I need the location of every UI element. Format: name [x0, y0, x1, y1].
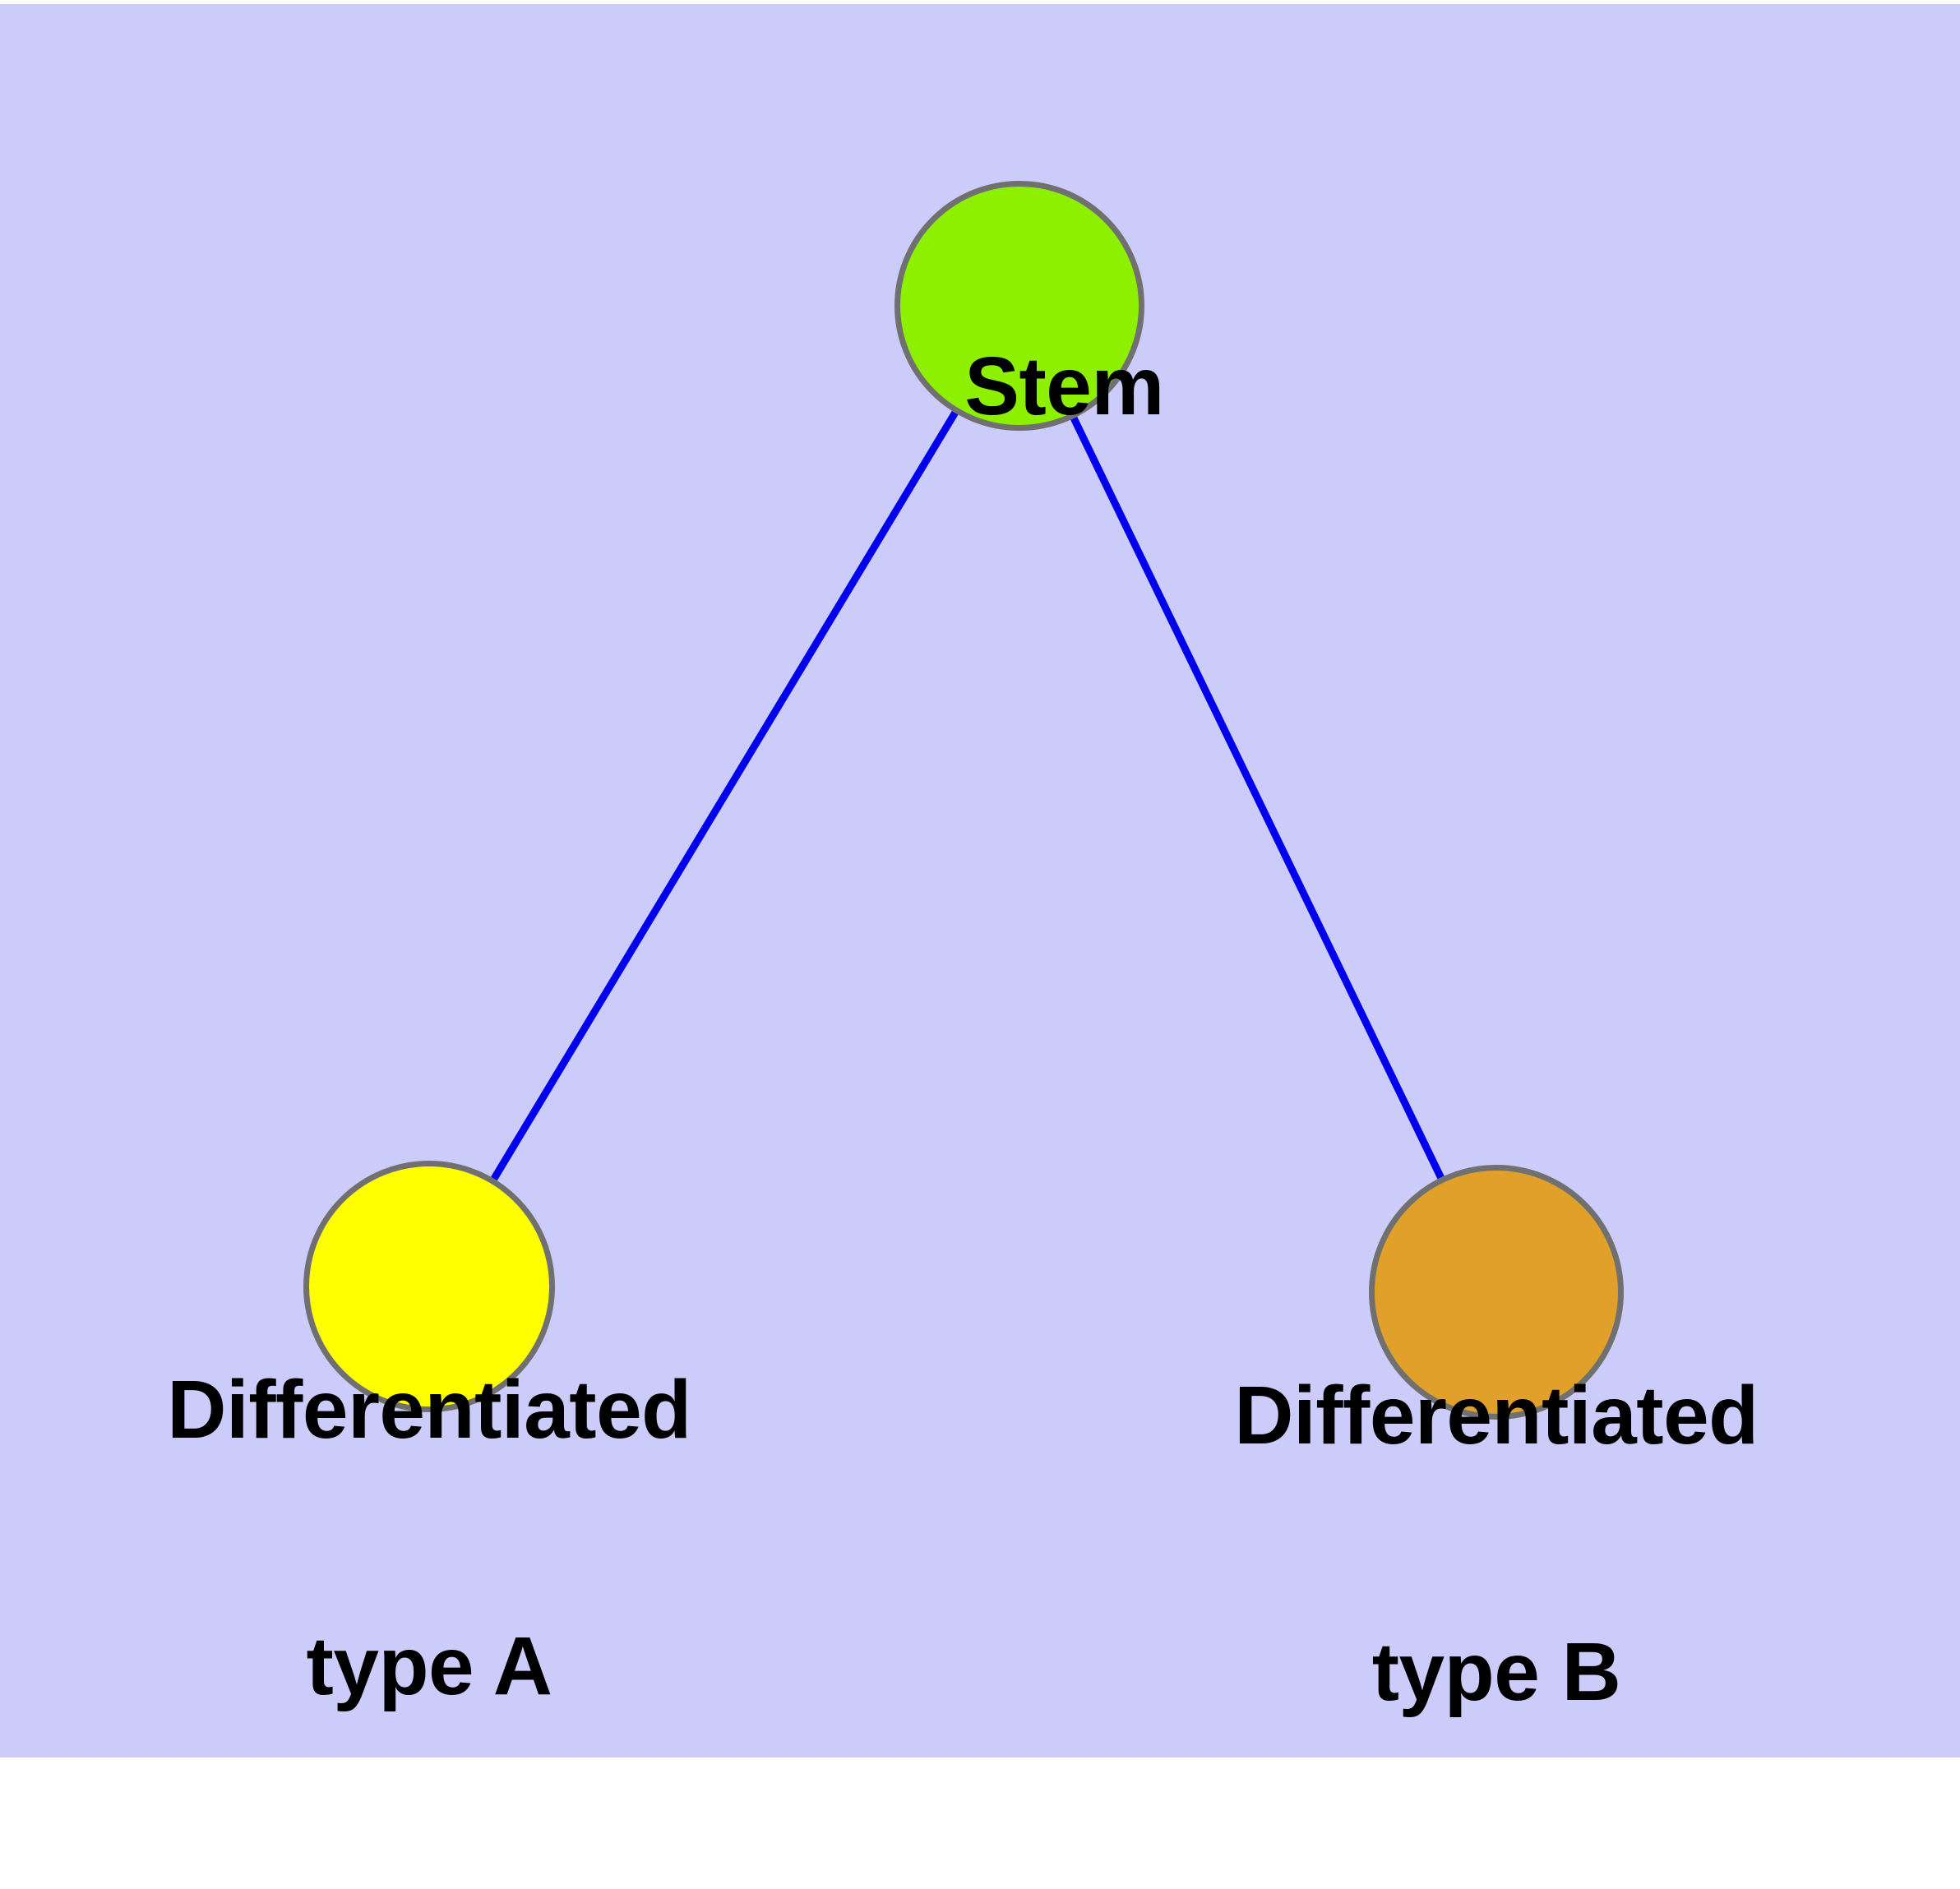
node-stem[interactable] [894, 181, 1144, 431]
edge-stem-to-type-b[interactable] [1070, 416, 1445, 1180]
node-differentiated-type-a[interactable] [303, 1161, 555, 1412]
node-differentiated-type-b[interactable] [1369, 1165, 1624, 1420]
edge-layer [491, 410, 1445, 1181]
graph-canvas: Stem Differentiated type A Differentiate… [0, 4, 1960, 1757]
edge-stem-to-type-a[interactable] [491, 410, 959, 1181]
